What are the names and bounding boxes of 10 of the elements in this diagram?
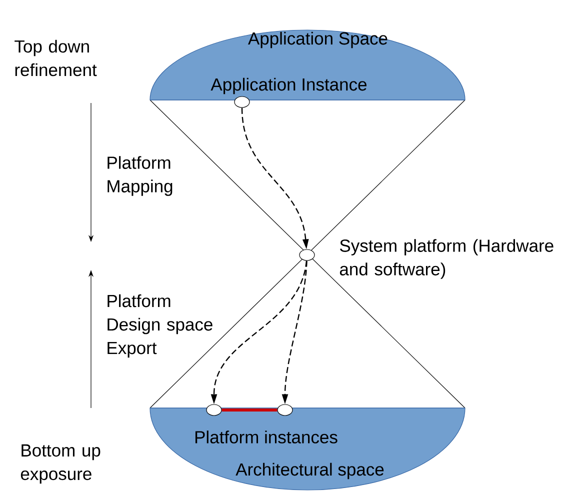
connector-line	[222, 408, 278, 412]
side-label: Platform Mapping	[108, 156, 172, 196]
side-label: Platform Design space Export	[108, 294, 212, 358]
node-caption: System platform (Hardware and software)	[340, 239, 554, 279]
circle-marker	[206, 404, 222, 416]
side-label: Bottom up exposure	[20, 444, 100, 484]
circle-marker	[299, 249, 315, 261]
side-label: Top down refinement	[14, 40, 97, 76]
circle-marker	[234, 96, 250, 108]
circle-marker	[277, 404, 293, 416]
